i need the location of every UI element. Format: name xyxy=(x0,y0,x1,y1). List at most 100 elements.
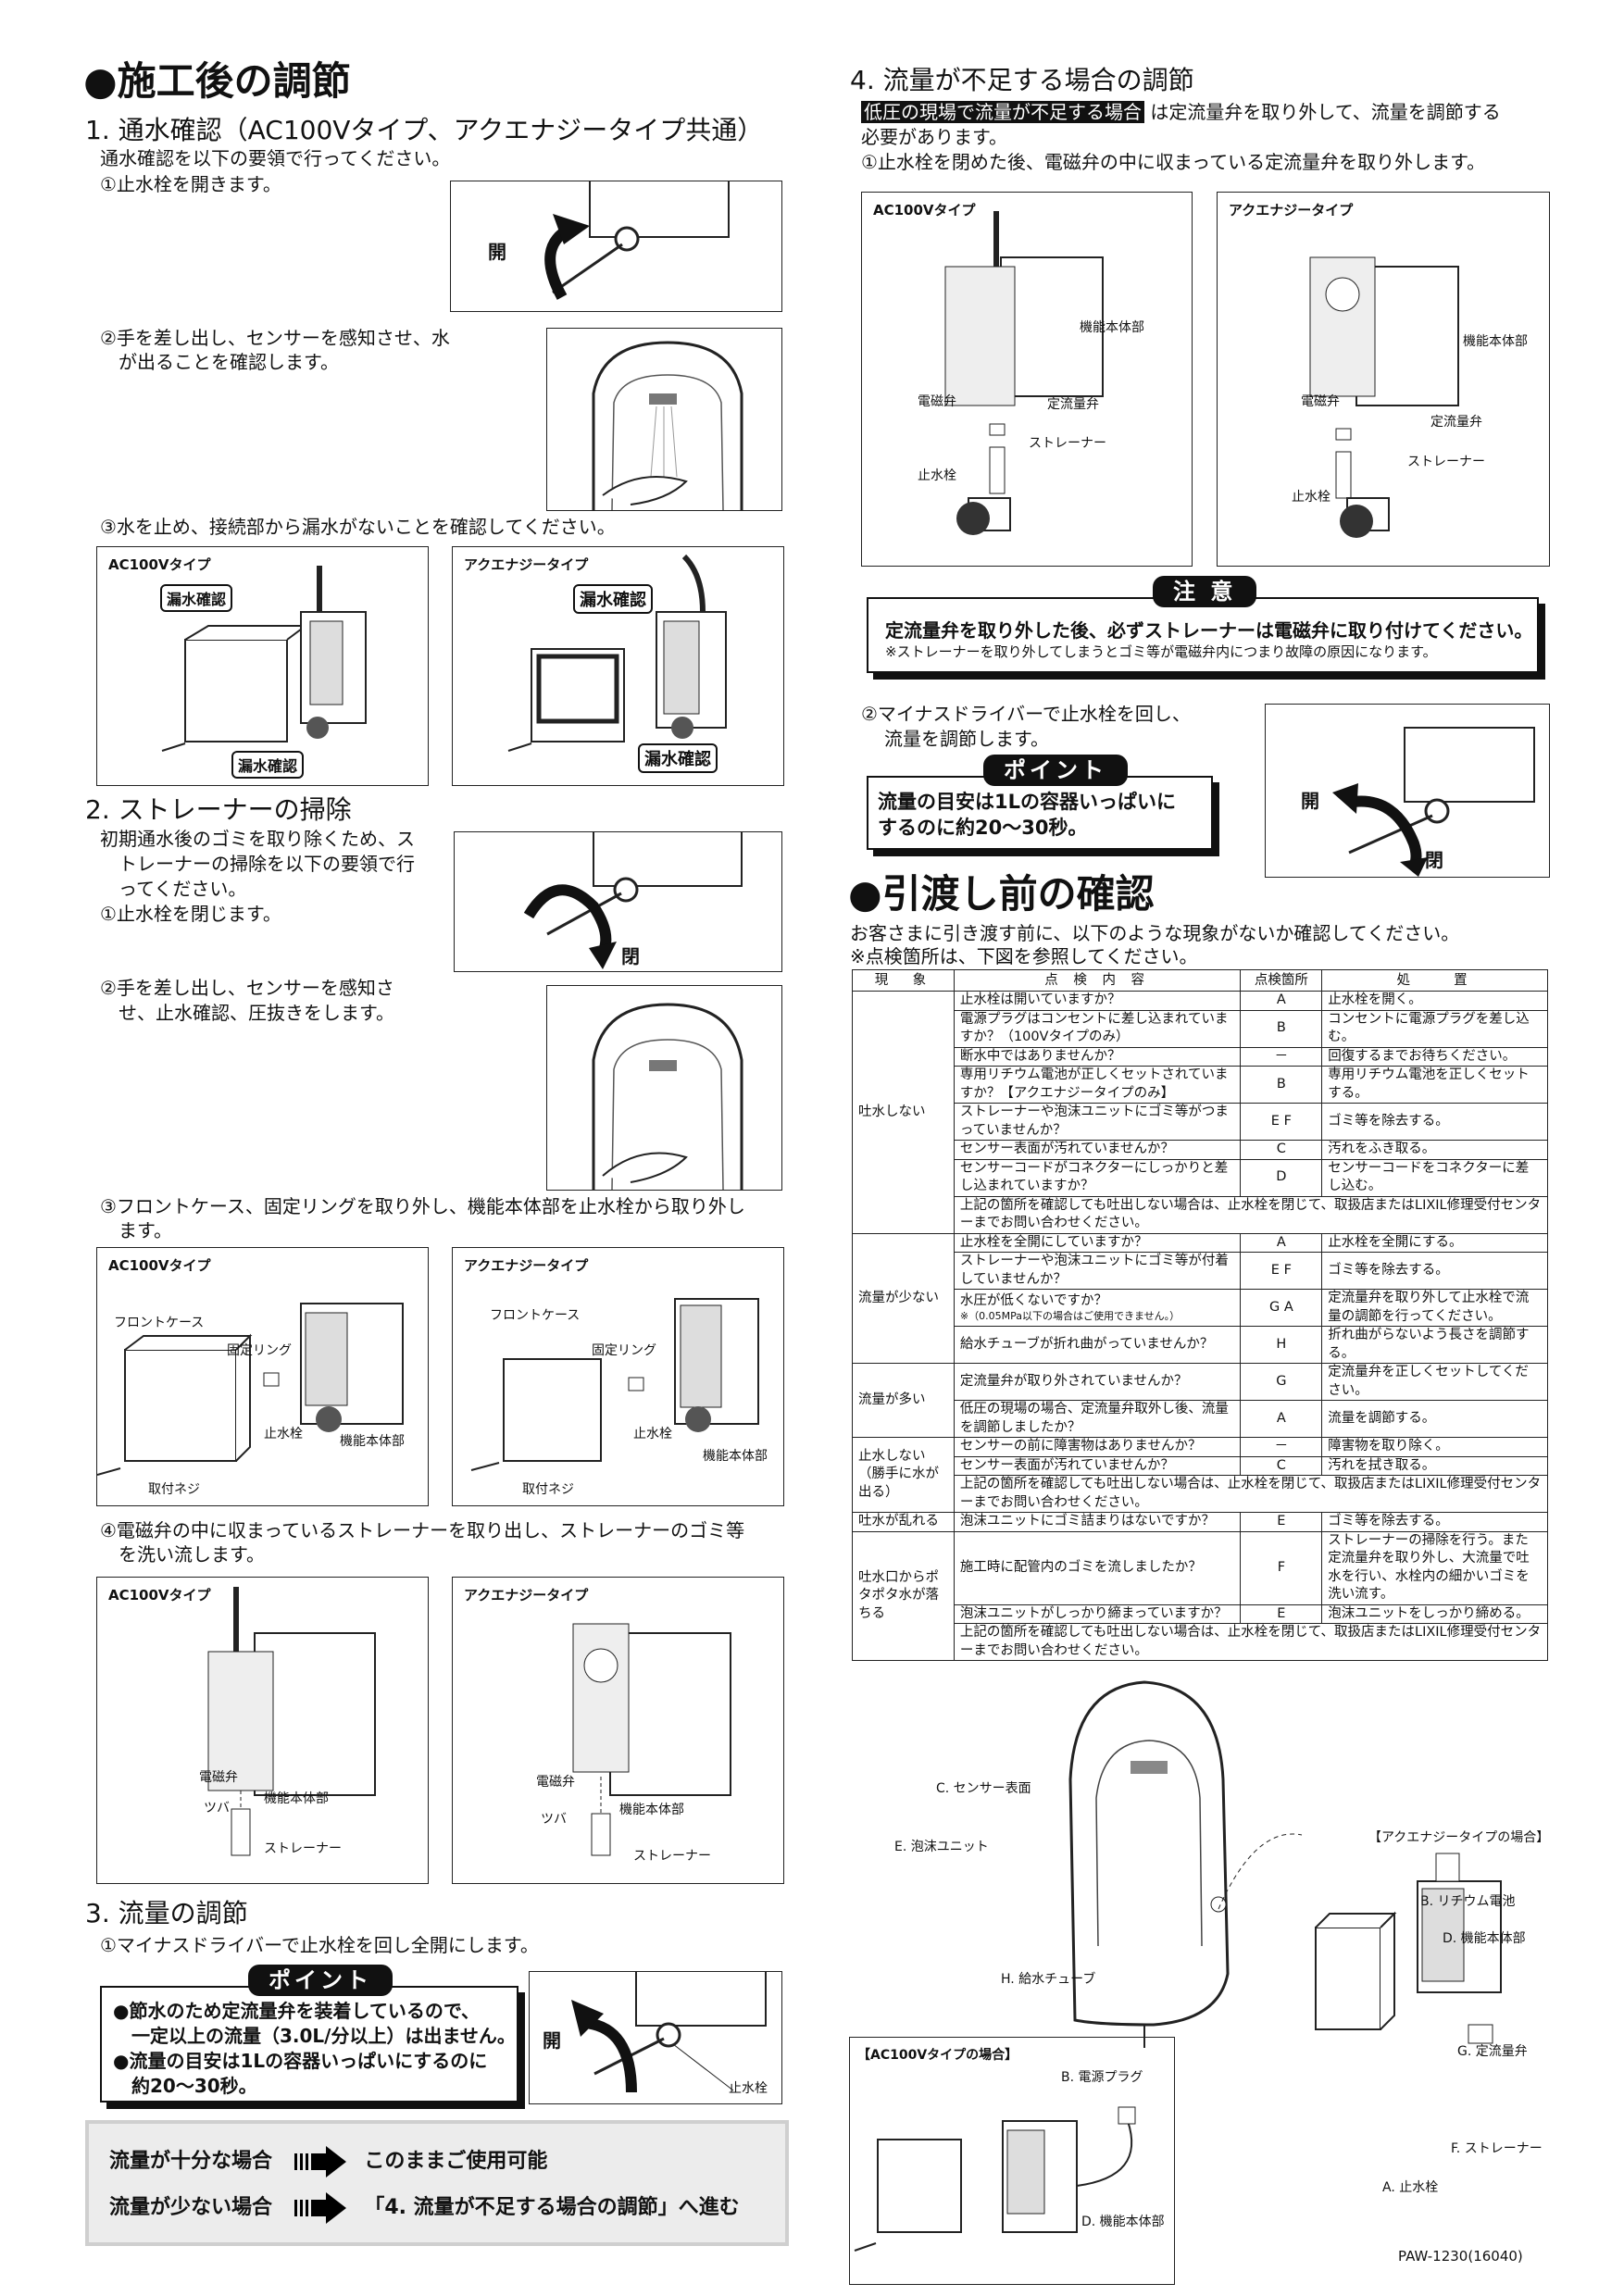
aquenergy-type-title: 【アクエナジータイプの場合】 xyxy=(1368,1830,1550,1845)
figure-hand-sensor xyxy=(546,328,782,511)
figure-title: アクエナジータイプ xyxy=(464,556,589,573)
action-cell: コンセントに電源プラグを差し込む。 xyxy=(1321,1009,1548,1048)
action-cell: ゴミ等を除去する。 xyxy=(1321,1103,1548,1141)
check-text: 止水栓は開いていますか？ xyxy=(959,992,1121,1007)
section-2-step-2-line-1: ②手を差し出し、センサーを感知さ xyxy=(100,977,394,999)
check-note: ※（0.05MPa以下の場合はご使用できません。） xyxy=(959,1310,1181,1323)
main-body-label: 機能本体部 xyxy=(619,1803,684,1817)
action-cell: 流量を調節する。 xyxy=(1321,1400,1548,1438)
section-1-step-1: ①止水栓を開きます。 xyxy=(100,173,281,195)
check-cell: センサーコードがコネクターにしっかりと差し込まれていますか？ xyxy=(953,1158,1242,1197)
ac100v-inset-illustration xyxy=(854,2106,1136,2252)
check-text: 定流量弁が取り外されていませんか？ xyxy=(959,1373,1188,1389)
check-text: 給水チューブが折れ曲がっていませんか？ xyxy=(959,1336,1214,1352)
open-label: 開 xyxy=(488,241,506,263)
main-body-label: 機能本体部 xyxy=(703,1449,768,1464)
check-text: ストレーナーや泡沫ユニットにゴミ等がつまっていませんか？ xyxy=(959,1104,1229,1138)
header-location: 点検箇所 xyxy=(1240,969,1323,992)
stop-valve-label: 止水栓 xyxy=(729,2081,768,2096)
strainer-label: ストレーナー xyxy=(1029,436,1106,451)
solenoid-valve-label: 電磁弁 xyxy=(536,1775,575,1790)
caution-tag: 注 意 xyxy=(1153,576,1257,607)
check-text: 水圧が低くないですか？ xyxy=(959,1292,1107,1308)
check-cell: 水圧が低くないですか？ ※（0.05MPa以下の場合はご使用できません。） xyxy=(953,1289,1242,1327)
symptom-cell: 吐水口からポタポタ水が落ちる xyxy=(852,1530,955,1661)
leak-check-label-bottom: 漏水確認 xyxy=(231,751,305,779)
contact-note-cell: 上記の箇所を確認しても吐出しない場合は、止水栓を閉じて、取扱店またはLIXIL修… xyxy=(953,1195,1549,1234)
action-cell: 汚れを拭き取る。 xyxy=(1321,1455,1548,1476)
flange-label: ツバ xyxy=(541,1812,567,1827)
section-4-intro: 低圧の現場で流量が不足する場合 は定流量弁を取り外して、流量を調節する xyxy=(861,100,1501,125)
location-cell: B xyxy=(1240,1066,1323,1104)
section-3-step-1: ①マイナスドライバーで止水栓を回し全開にします。 xyxy=(100,1934,539,1956)
figure-leak-check-aquenergy: アクエナジータイプ 漏水確認 漏水確認 xyxy=(452,546,784,786)
figure-remove-ac100v: AC100Vタイプ フロントケース 固定リング 止水栓 機能本体部 取付ネジ xyxy=(96,1247,429,1506)
valve-open-illustration xyxy=(544,181,730,300)
check-text: 断水中ではありませんか？ xyxy=(959,1048,1121,1064)
symptom-cell: 流量が多い xyxy=(852,1363,955,1438)
section-2-step-1: ①止水栓を閉じます。 xyxy=(100,903,281,925)
header-symptom: 現 象 xyxy=(852,969,955,992)
front-case-label: フロントケース xyxy=(114,1316,205,1330)
ac100v-disassembly-illustration xyxy=(97,1303,404,1476)
urinal-hand-illustration xyxy=(592,1003,743,1190)
check-cell: 低圧の現場の場合、定流量弁取外し後、流量を調節しましたか？ xyxy=(953,1400,1242,1438)
table-row-footer: 上記の箇所を確認しても吐出しない場合は、止水栓を閉じて、取扱店またはLIXIL修… xyxy=(853,1195,1549,1234)
figure-title: アクエナジータイプ xyxy=(1229,202,1354,218)
location-cell: A xyxy=(1240,1400,1323,1438)
flow-valve-label: 定流量弁 xyxy=(1430,415,1482,430)
handover-intro: お客さまに引き渡す前に、以下のような現象がないか確認してください。 xyxy=(850,922,1460,944)
strainer-label: ストレーナー xyxy=(1407,455,1485,469)
intro-text: は定流量弁を取り外して、流量を調節する xyxy=(1150,101,1501,123)
check-text: 低圧の現場の場合、定流量弁取外し後、流量を調節しましたか？ xyxy=(959,1402,1229,1435)
check-cell: 泡沫ユニットにゴミ詰まりはないですか？ xyxy=(953,1512,1242,1532)
mounting-screw-label: 取付ネジ xyxy=(522,1482,574,1497)
location-cell: H xyxy=(1240,1326,1323,1364)
main-body-label: 機能本体部 xyxy=(1463,334,1528,349)
check-text: 専用リチウム電池が正しくセットされていますか？【アクエナジータイプのみ】 xyxy=(959,1067,1229,1101)
action-cell: 専用リチウム電池を正しくセットする。 xyxy=(1321,1066,1548,1104)
check-cell: 専用リチウム電池が正しくセットされていますか？【アクエナジータイプのみ】 xyxy=(953,1066,1242,1104)
ac100v-flow-valve-illustration xyxy=(944,211,1104,535)
check-cell: 断水中ではありませんか？ xyxy=(953,1046,1242,1067)
caution-box: 定流量弁を取り外した後、必ずストレーナーは電磁弁に取り付けてください。 ※ストレ… xyxy=(867,597,1539,673)
check-text: センサーの前に障害物はありませんか？ xyxy=(959,1439,1202,1454)
point-box-flow: ●節水のため定流量弁を装着しているので、 一定以上の流量（3.0L/分以上）は出… xyxy=(100,1986,518,2103)
low-pressure-highlight: 低圧の現場で流量が不足する場合 xyxy=(861,101,1144,123)
figure-flow-valve-ac100v: AC100Vタイプ 機能本体部 電磁弁 定流量弁 ストレーナー 止水栓 xyxy=(861,192,1193,567)
section-2-step-4-line-1: ④電磁弁の中に収まっているストレーナーを取り出し、ストレーナーのゴミ等 xyxy=(100,1519,745,1541)
section-4-heading: 4. 流量が不足する場合の調節 xyxy=(850,65,1194,95)
symptom-cell: 吐水しない xyxy=(852,991,955,1234)
valve-close-illustration xyxy=(523,832,743,969)
contact-note-cell: 上記の箇所を確認しても吐出しない場合は、止水栓を閉じて、取扱店またはLIXIL修… xyxy=(953,1623,1549,1661)
header-action: 処 置 xyxy=(1321,969,1548,992)
solenoid-valve-label: 電磁弁 xyxy=(199,1770,238,1785)
main-body-label: 機能本体部 xyxy=(340,1434,405,1449)
location-cell: D xyxy=(1240,1158,1323,1197)
main-body-label: 機能本体部 xyxy=(1080,320,1144,335)
figure-title: アクエナジータイプ xyxy=(464,1587,589,1603)
action-cell: 止水栓を開く。 xyxy=(1321,991,1548,1011)
solenoid-valve-label: 電磁弁 xyxy=(918,394,956,409)
figure-adjust-valve: 開 閉 xyxy=(1265,704,1550,878)
figure-title: AC100Vタイプ xyxy=(108,556,211,573)
handover-title: ●引渡し前の確認 xyxy=(848,871,1155,917)
check-text: 泡沫ユニットにゴミ詰まりはないですか？ xyxy=(959,1514,1215,1529)
check-cell: ストレーナーや泡沫ユニットにゴミ等がつまっていませんか？ xyxy=(953,1103,1242,1141)
figure-open-valve-full: 開 止水栓 xyxy=(529,1971,782,2104)
section-2-step-2-line-2: せ、止水確認、圧抜きをします。 xyxy=(119,1002,394,1024)
contact-note-cell: 上記の箇所を確認しても吐出しない場合は、止水栓を閉じて、取扱店またはLIXIL修… xyxy=(953,1475,1549,1513)
figure-open-valve: 開 xyxy=(450,181,782,312)
result-low-row: 流量が少ない場合 「4. 流量が不足する場合の調節」へ進む xyxy=(109,2190,740,2224)
handover-note: ※点検箇所は、下図を参照してください。 xyxy=(850,945,1198,967)
stop-valve-label: A. 止水栓 xyxy=(1382,2180,1439,2195)
table-row: 止水しない（勝手に水が出る）センサーの前に障害物はありませんか？－障害物を取り除… xyxy=(852,1437,1548,1513)
figure-title: AC100Vタイプ xyxy=(108,1257,211,1274)
aquenergy-unit-illustration xyxy=(507,554,727,752)
location-cell: G xyxy=(1240,1363,1323,1401)
